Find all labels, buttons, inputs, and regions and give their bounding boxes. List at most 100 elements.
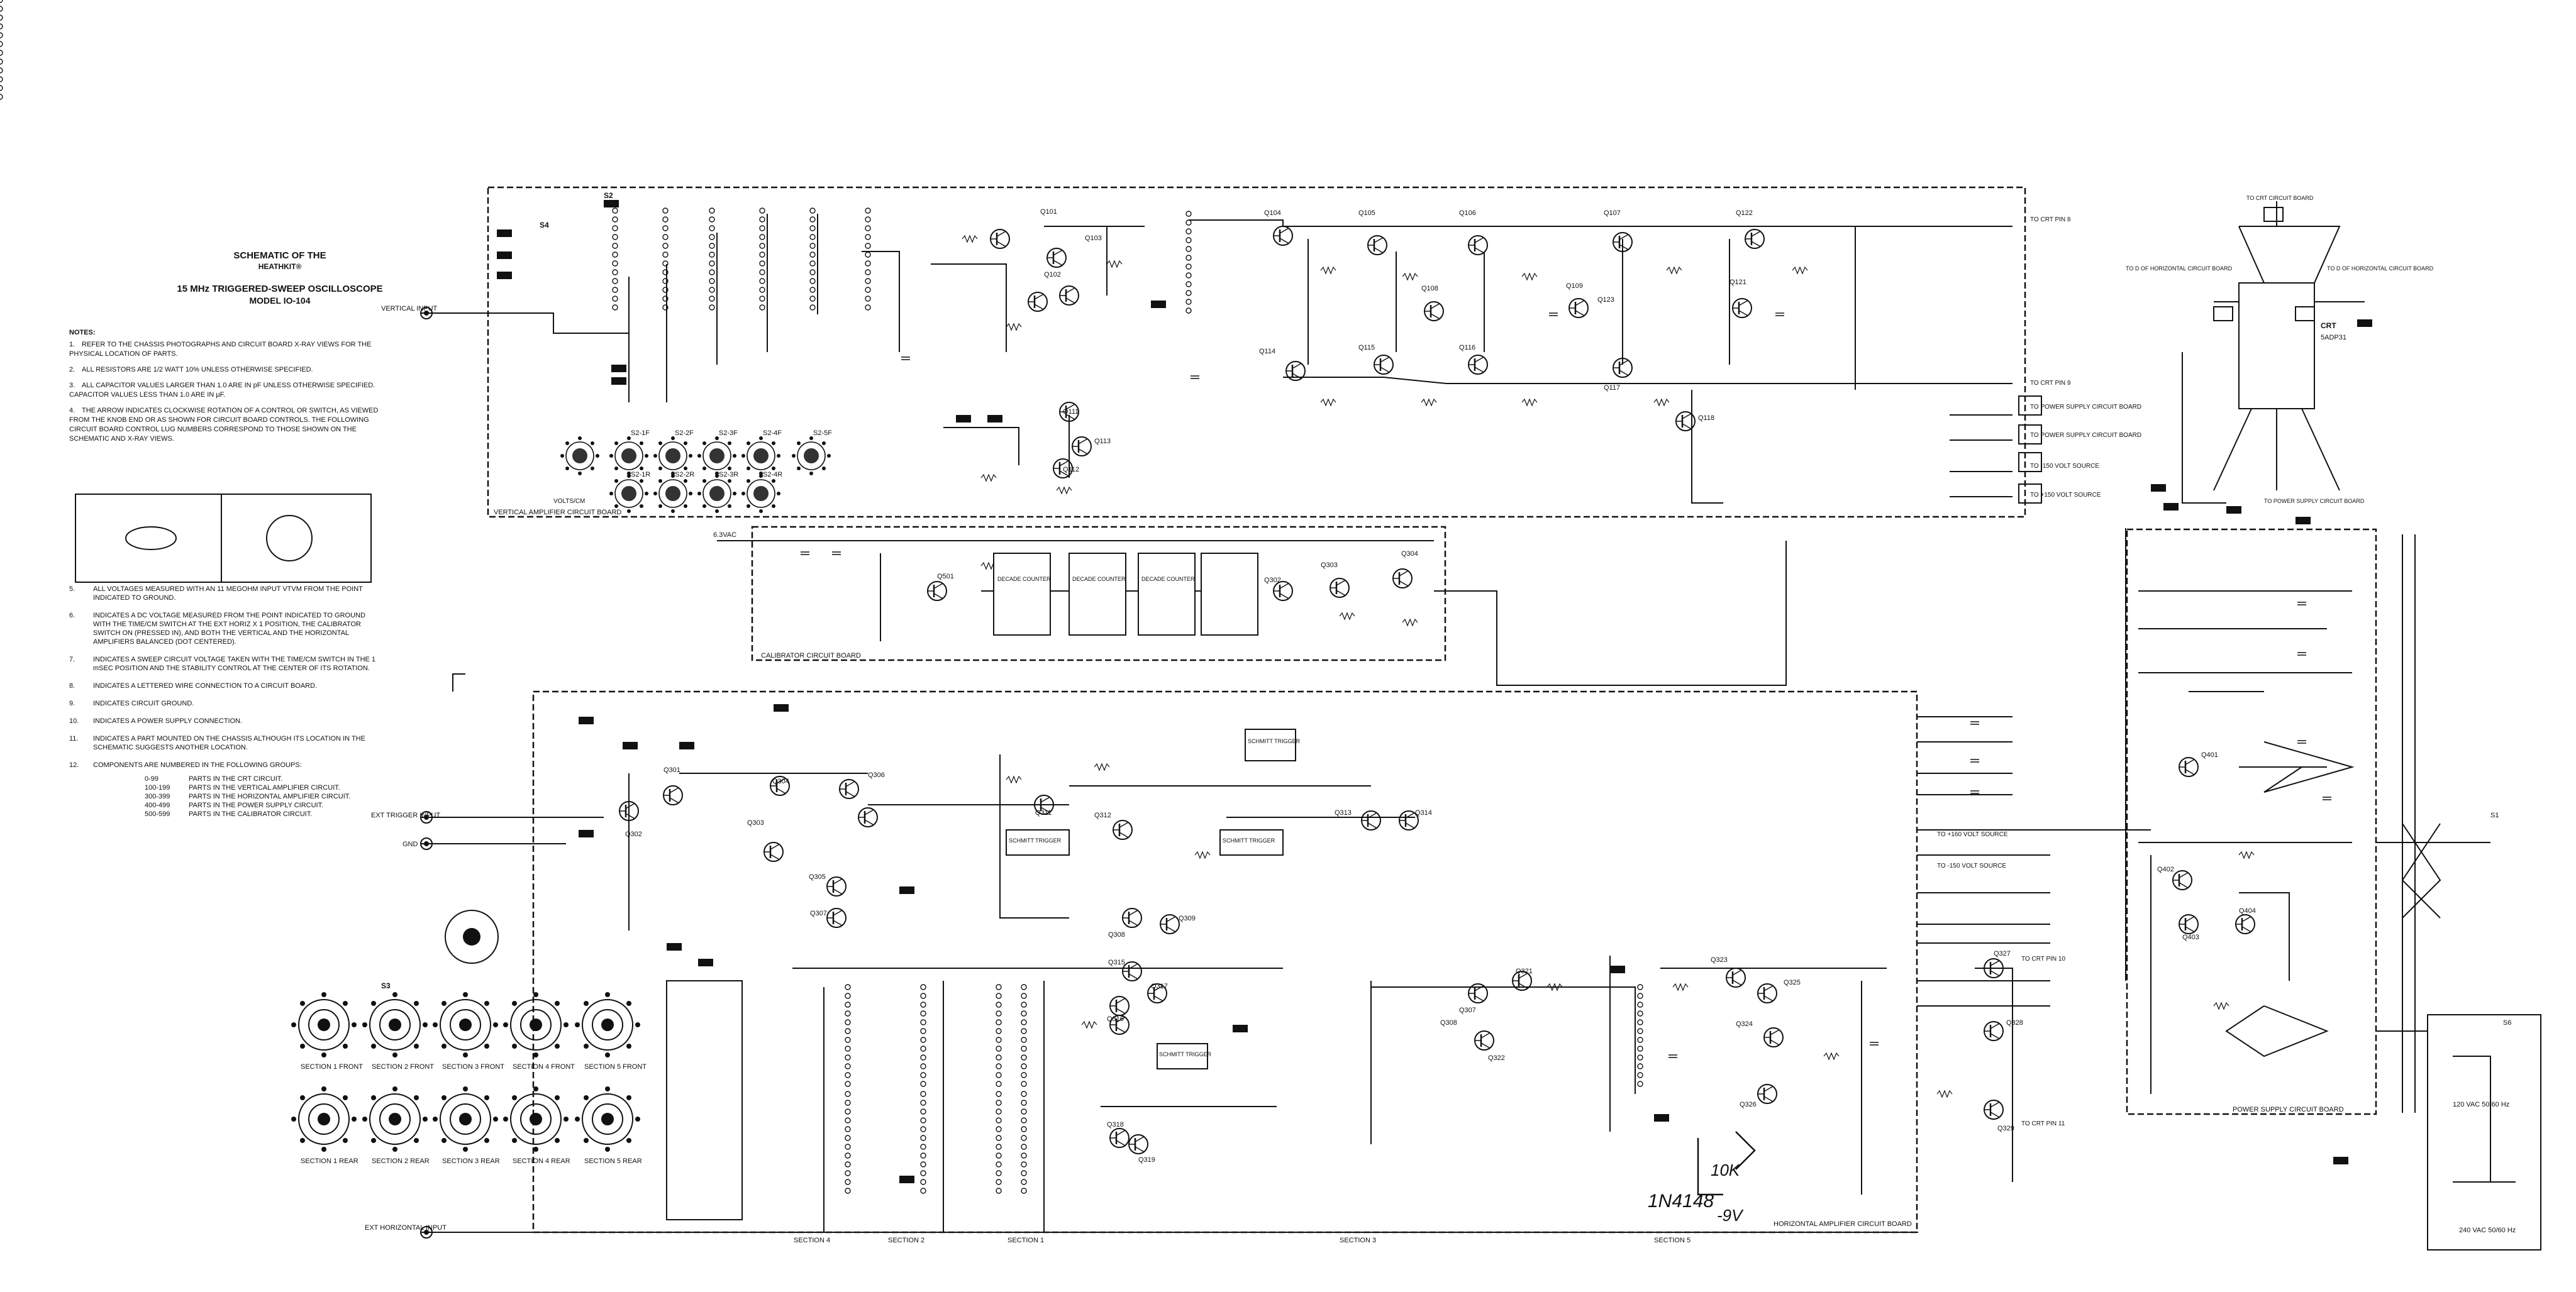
vertical-board-label: VERTICAL AMPLIFIER CIRCUIT BOARD xyxy=(494,509,621,516)
q301: Q301 xyxy=(663,766,680,774)
to-minus-150-v: TO -150 VOLT SOURCE xyxy=(2030,463,2099,470)
s2-2f: S2-2F xyxy=(675,429,694,437)
s3-front-5: SECTION 5 FRONT xyxy=(584,1063,647,1071)
q114: Q114 xyxy=(1259,348,1275,355)
q304: Q304 xyxy=(772,778,789,785)
q402: Q402 xyxy=(2157,866,2174,873)
q111: Q111 xyxy=(1063,408,1079,416)
board-outlines xyxy=(487,186,2541,1251)
crt-left-label: TO D OF HORIZONTAL CIRCUIT BOARD xyxy=(2126,265,2233,272)
power-board-label: POWER SUPPLY CIRCUIT BOARD xyxy=(2233,1106,2344,1113)
q322: Q322 xyxy=(1488,1054,1505,1062)
ic-decade-1: DECADE COUNTER xyxy=(997,576,1051,582)
q328: Q328 xyxy=(2006,1019,2023,1027)
calibrator-board xyxy=(751,526,1446,661)
q327: Q327 xyxy=(1994,950,2011,958)
to-minus-150-v-h: TO -150 VOLT SOURCE xyxy=(1937,863,2006,870)
section-1-label: SECTION 1 xyxy=(1008,1237,1044,1244)
q311: Q311 xyxy=(1035,809,1052,817)
misc-boxes xyxy=(75,207,2315,583)
power-supply-board xyxy=(2126,528,2377,1115)
crt-tube: 5ADP31 xyxy=(2321,334,2346,341)
s2-2r: S2-2R xyxy=(675,471,694,478)
q326: Q326 xyxy=(1740,1101,1757,1108)
q501: Q501 xyxy=(937,573,954,580)
s3-rear-5: SECTION 5 REAR xyxy=(584,1157,642,1165)
legend-12: 12.COMPONENTS ARE NUMBERED IN THE FOLLOW… xyxy=(69,761,302,769)
handwritten-minus-9v: -9V xyxy=(1717,1206,1744,1225)
q115: Q115 xyxy=(1358,344,1375,351)
q307: Q307 xyxy=(810,910,827,917)
svg-labels: VERTICAL AMPLIFIER CIRCUIT BOARD CALIBRA… xyxy=(301,191,2516,1244)
q323: Q323 xyxy=(1711,956,1728,964)
ext-horizontal-label: EXT HORIZONTAL INPUT xyxy=(365,1224,447,1232)
q404: Q404 xyxy=(2239,907,2256,915)
q108: Q108 xyxy=(1421,285,1438,292)
ac-6v3: 6.3VAC xyxy=(713,531,736,539)
q308-b: Q308 xyxy=(1440,1019,1457,1027)
q112: Q112 xyxy=(1063,466,1079,473)
schematic-title: SCHEMATIC OF THE HEATHKIT® 15 MHz TRIGGE… xyxy=(142,250,418,306)
wiring xyxy=(421,201,2516,1233)
q104: Q104 xyxy=(1264,209,1281,217)
volts-cm-label: VOLTS/CM xyxy=(553,498,585,505)
legend-10: 10.INDICATES A POWER SUPPLY CONNECTION. xyxy=(69,717,243,725)
q105: Q105 xyxy=(1358,209,1375,217)
s3-front-1: SECTION 1 FRONT xyxy=(301,1063,363,1071)
crt-bottom-label: TO POWER SUPPLY CIRCUIT BOARD xyxy=(2264,498,2365,504)
to-plus-160-v: TO +160 VOLT SOURCE xyxy=(1937,831,2008,838)
ic-schmitt-2: SCHMITT TRIGGER xyxy=(1009,837,1062,844)
ic-schmitt-3: SCHMITT TRIGGER xyxy=(1223,837,1275,844)
s3-rear-4: SECTION 4 REAR xyxy=(513,1157,570,1165)
calibrator-ics xyxy=(993,553,1296,1069)
note-2: 2.ALL RESISTORS ARE 1/2 WATT 10% UNLESS … xyxy=(69,366,313,373)
s2-1r: S2-1R xyxy=(631,471,650,478)
q316: Q316 xyxy=(1107,1015,1124,1023)
ac-240v: 240 VAC 50/60 Hz xyxy=(2459,1227,2516,1234)
q305: Q305 xyxy=(809,873,826,881)
q117: Q117 xyxy=(1604,384,1620,392)
q302: Q302 xyxy=(625,831,642,838)
to-power-supply-2: TO POWER SUPPLY CIRCUIT BOARD xyxy=(2030,432,2141,439)
section-2-label: SECTION 2 xyxy=(888,1237,924,1244)
q317: Q317 xyxy=(1151,983,1168,990)
q325: Q325 xyxy=(1784,979,1801,986)
note-3: 3.ALL CAPACITOR VALUES LARGER THAN 1.0 A… xyxy=(69,382,375,399)
legend-5: 5.ALL VOLTAGES MEASURED WITH AN 11 MEGOH… xyxy=(69,585,363,602)
q315: Q315 xyxy=(1108,959,1125,966)
notes-heading: NOTES: xyxy=(69,329,96,336)
q321: Q321 xyxy=(1516,968,1533,975)
q106: Q106 xyxy=(1459,209,1476,217)
q123: Q123 xyxy=(1597,296,1614,304)
s2-4r: S2-4R xyxy=(763,471,782,478)
note-4: 4.THE ARROW INDICATES CLOCKWISE ROTATION… xyxy=(69,407,379,443)
q116: Q116 xyxy=(1459,344,1475,351)
title-line-4: MODEL IO-104 xyxy=(249,295,311,306)
connectors xyxy=(420,307,433,1239)
calibrator-board-label: CALIBRATOR CIRCUIT BOARD xyxy=(761,652,861,660)
s2-3f: S2-3F xyxy=(719,429,738,437)
crt-label: CRT xyxy=(2321,321,2336,330)
q312: Q312 xyxy=(1094,812,1111,819)
ic-schmitt-4: SCHMITT TRIGGER xyxy=(1159,1051,1212,1057)
q319: Q319 xyxy=(1138,1156,1155,1164)
legend-8: 8.INDICATES A LETTERED WIRE CONNECTION T… xyxy=(69,682,318,690)
crt-top-label: TO CRT CIRCUIT BOARD xyxy=(2246,195,2314,201)
horizontal-board-label: HORIZONTAL AMPLIFIER CIRCUIT BOARD xyxy=(1774,1220,1912,1228)
crt-right-label: TO D OF HORIZONTAL CIRCUIT BOARD xyxy=(2327,265,2434,272)
s6-label: S6 xyxy=(2503,1019,2511,1027)
q103: Q103 xyxy=(1085,235,1102,242)
s2-3r: S2-3R xyxy=(719,471,738,478)
to-crt-pin-11: TO CRT PIN 11 xyxy=(2021,1120,2065,1127)
ext-trigger-label: EXT TRIGGER INPUT xyxy=(371,812,441,819)
q118: Q118 xyxy=(1698,414,1714,422)
ic-decade-2: DECADE COUNTER xyxy=(1072,576,1126,582)
to-power-supply-1: TO POWER SUPPLY CIRCUIT BOARD xyxy=(2030,404,2141,411)
legend-7: 7.INDICATES A SWEEP CIRCUIT VOLTAGE TAKE… xyxy=(69,656,376,672)
handwritten-additions xyxy=(1697,1131,1756,1196)
q109: Q109 xyxy=(1566,282,1583,290)
